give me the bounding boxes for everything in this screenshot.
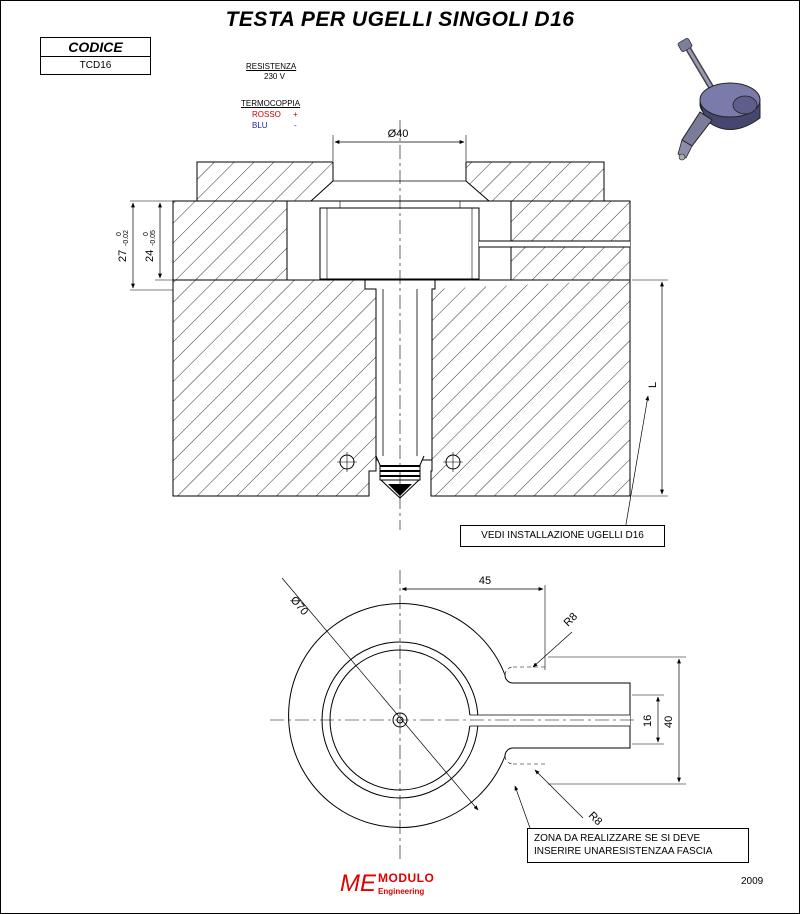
band-heater-note-line1: ZONA DA REALIZZARE SE SI DEVE xyxy=(534,833,701,844)
thermocouple-blue-name: BLU xyxy=(252,121,268,130)
band-heater-note: ZONA DA REALIZZARE SE SI DEVE INSERIRE U… xyxy=(527,828,749,863)
code-box: CODICE TCD16 xyxy=(40,37,151,75)
section-view xyxy=(130,120,668,531)
thermocouple-red-sign: + xyxy=(293,110,298,119)
plan-view xyxy=(270,570,686,860)
drawing-title: TESTA PER UGELLI SINGOLI D16 xyxy=(225,8,575,31)
thermocouple-blue-sign: - xyxy=(294,121,297,130)
nozzle-head-3d-icon xyxy=(677,38,761,161)
thermocouple-red-name: ROSSO xyxy=(252,110,281,119)
install-note: VEDI INSTALLAZIONE UGELLI D16 xyxy=(460,525,665,547)
dim-height-27-tol-upper: 0 xyxy=(116,232,123,236)
dim-height-24: 24 xyxy=(144,250,156,262)
dim-slot-16: 16 xyxy=(642,715,654,727)
company-logo: ME MODULO Engineering xyxy=(340,870,435,897)
dim-length-l: L xyxy=(647,382,659,388)
code-header: CODICE xyxy=(41,38,150,57)
dim-height-24-tol-upper: 0 xyxy=(143,232,150,236)
dim-diameter-70: Ø70 xyxy=(288,594,311,618)
dim-diameter-40: Ø40 xyxy=(388,128,409,140)
dim-radius-top: R8 xyxy=(562,611,580,629)
drawing-year: 2009 xyxy=(741,876,764,887)
resistance-label: RESISTENZA xyxy=(246,62,297,71)
code-value: TCD16 xyxy=(79,60,112,71)
dim-tab-40: 40 xyxy=(663,716,675,728)
dim-radius-bottom: R8 xyxy=(586,810,604,828)
dim-height-27-tol-lower: -0.02 xyxy=(123,230,130,246)
dim-height-24-tol-lower: -0.05 xyxy=(150,230,157,246)
resistance-value: 230 V xyxy=(264,72,285,81)
dim-height-27: 27 xyxy=(117,250,129,262)
dim-width-45: 45 xyxy=(479,575,491,587)
band-heater-note-line2: INSERIRE UNARESISTENZAA FASCIA xyxy=(534,846,713,857)
thermocouple-label: TERMOCOPPIA xyxy=(241,99,301,108)
